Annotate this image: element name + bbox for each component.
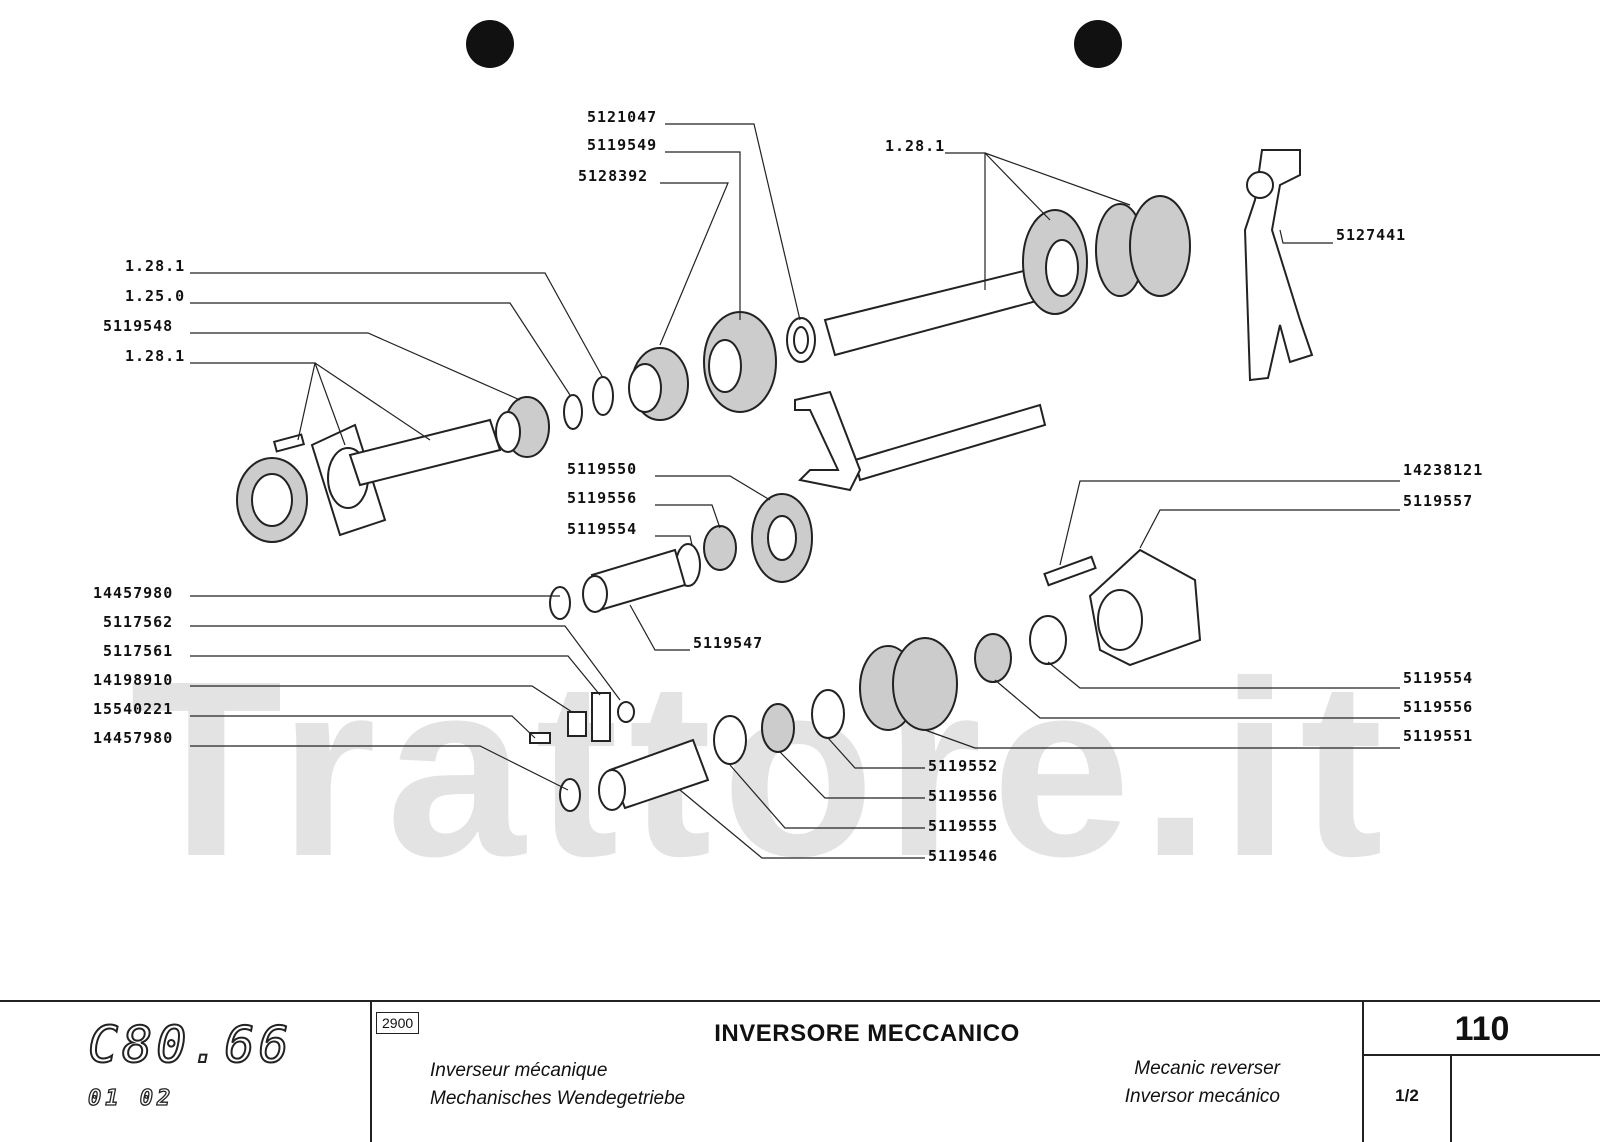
part-label: 5119548 — [103, 317, 173, 335]
part-label: 5117562 — [103, 613, 173, 631]
sliding-gear-5128392 — [628, 347, 689, 421]
part-labels: 5121047 5119549 5128392 1.28.1 1.28.1 1.… — [93, 108, 1483, 865]
part-label: 5119557 — [1403, 492, 1473, 510]
idler-gear-5119550 — [751, 493, 813, 583]
part-label: 5119556 — [567, 489, 637, 507]
bearing-5119556-right — [974, 633, 1012, 683]
ring-5119554-right — [1029, 615, 1067, 665]
watermark: Trattore.it — [130, 629, 1393, 908]
double-gear-5119551 — [859, 637, 958, 731]
part-label: 5128392 — [578, 167, 648, 185]
part-label: 5119555 — [928, 817, 998, 835]
page-number: 110 — [1454, 1010, 1510, 1048]
washer-14457980-lower — [559, 778, 581, 812]
main-shaft — [823, 195, 1191, 357]
title-english: Mecanic reverser — [1134, 1058, 1280, 1079]
parts-diagram: Trattore.it — [93, 20, 1483, 908]
title-block: C80.66 01 02 2900 INVERSORE MECCANICO In… — [0, 1000, 1600, 1142]
shift-rod-fork — [794, 390, 1047, 492]
part-label: 5119547 — [693, 634, 763, 652]
lock-plate-assembly — [529, 692, 635, 744]
title-cell: 2900 INVERSORE MECCANICO Inverseur mécan… — [372, 1002, 1364, 1142]
part-label: 5119556 — [1403, 698, 1473, 716]
input-shaft-assembly — [236, 396, 550, 543]
part-label: 14457980 — [93, 729, 173, 747]
part-label: 5119549 — [587, 136, 657, 154]
washer-14457980-upper — [549, 586, 571, 620]
part-label: 5119554 — [567, 520, 637, 538]
ring-5119552 — [811, 689, 845, 739]
part-label: 1.25.0 — [125, 287, 185, 305]
binder-hole-left — [466, 20, 514, 68]
idler-shaft-5119546 — [598, 738, 710, 811]
part-label: 14198910 — [93, 671, 173, 689]
snap-rings — [563, 376, 614, 430]
sheet-number: 1/2 — [1395, 1086, 1419, 1105]
part-label: 5117561 — [103, 642, 173, 660]
page-title: INVERSORE MECCANICO — [714, 1020, 1020, 1047]
shift-fork-5127441 — [1243, 149, 1314, 382]
part-label: 5119552 — [928, 757, 998, 775]
part-label: 5119546 — [928, 847, 998, 865]
model-variants: 01 02 — [87, 1085, 175, 1111]
part-label: 1.28.1 — [885, 137, 945, 155]
part-label: 14457980 — [93, 584, 173, 602]
part-label: 5119556 — [928, 787, 998, 805]
part-label: 5121047 — [587, 108, 657, 126]
exploded-view: Trattore.it — [93, 20, 1483, 908]
part-label: 5127441 — [1336, 226, 1406, 244]
bearing-5119556-lower — [761, 703, 795, 753]
page-cell: 110 1/2 — [1364, 1002, 1600, 1142]
bearing-5119556-upper — [703, 525, 737, 571]
divider — [1364, 1054, 1600, 1056]
part-label: 15540221 — [93, 700, 173, 718]
divider — [1450, 1054, 1452, 1142]
model-cell: C80.66 01 02 — [0, 1002, 372, 1142]
part-label: 5119551 — [1403, 727, 1473, 745]
binder-hole-right — [1074, 20, 1122, 68]
ring-5119555 — [713, 715, 747, 765]
group-code: 2900 — [376, 1012, 420, 1034]
gear-5119549 — [703, 311, 777, 413]
leader-lines — [190, 123, 1400, 859]
part-label: 5119554 — [1403, 669, 1473, 687]
part-label: 1.28.1 — [125, 347, 185, 365]
part-label: 14238121 — [1403, 461, 1483, 479]
part-label: 5119550 — [567, 460, 637, 478]
title-spanish: Inversor mecánico — [1124, 1086, 1280, 1107]
title-german: Mechanisches Wendegetriebe — [430, 1088, 686, 1109]
model-logo: C80.66 — [87, 1015, 293, 1075]
washer-5121047 — [786, 317, 816, 363]
idler-shaft-5119547 — [582, 548, 687, 613]
title-french: Inverseur mécanique — [430, 1060, 608, 1081]
part-label: 1.28.1 — [125, 257, 185, 275]
cover-5119557 — [1043, 548, 1202, 667]
